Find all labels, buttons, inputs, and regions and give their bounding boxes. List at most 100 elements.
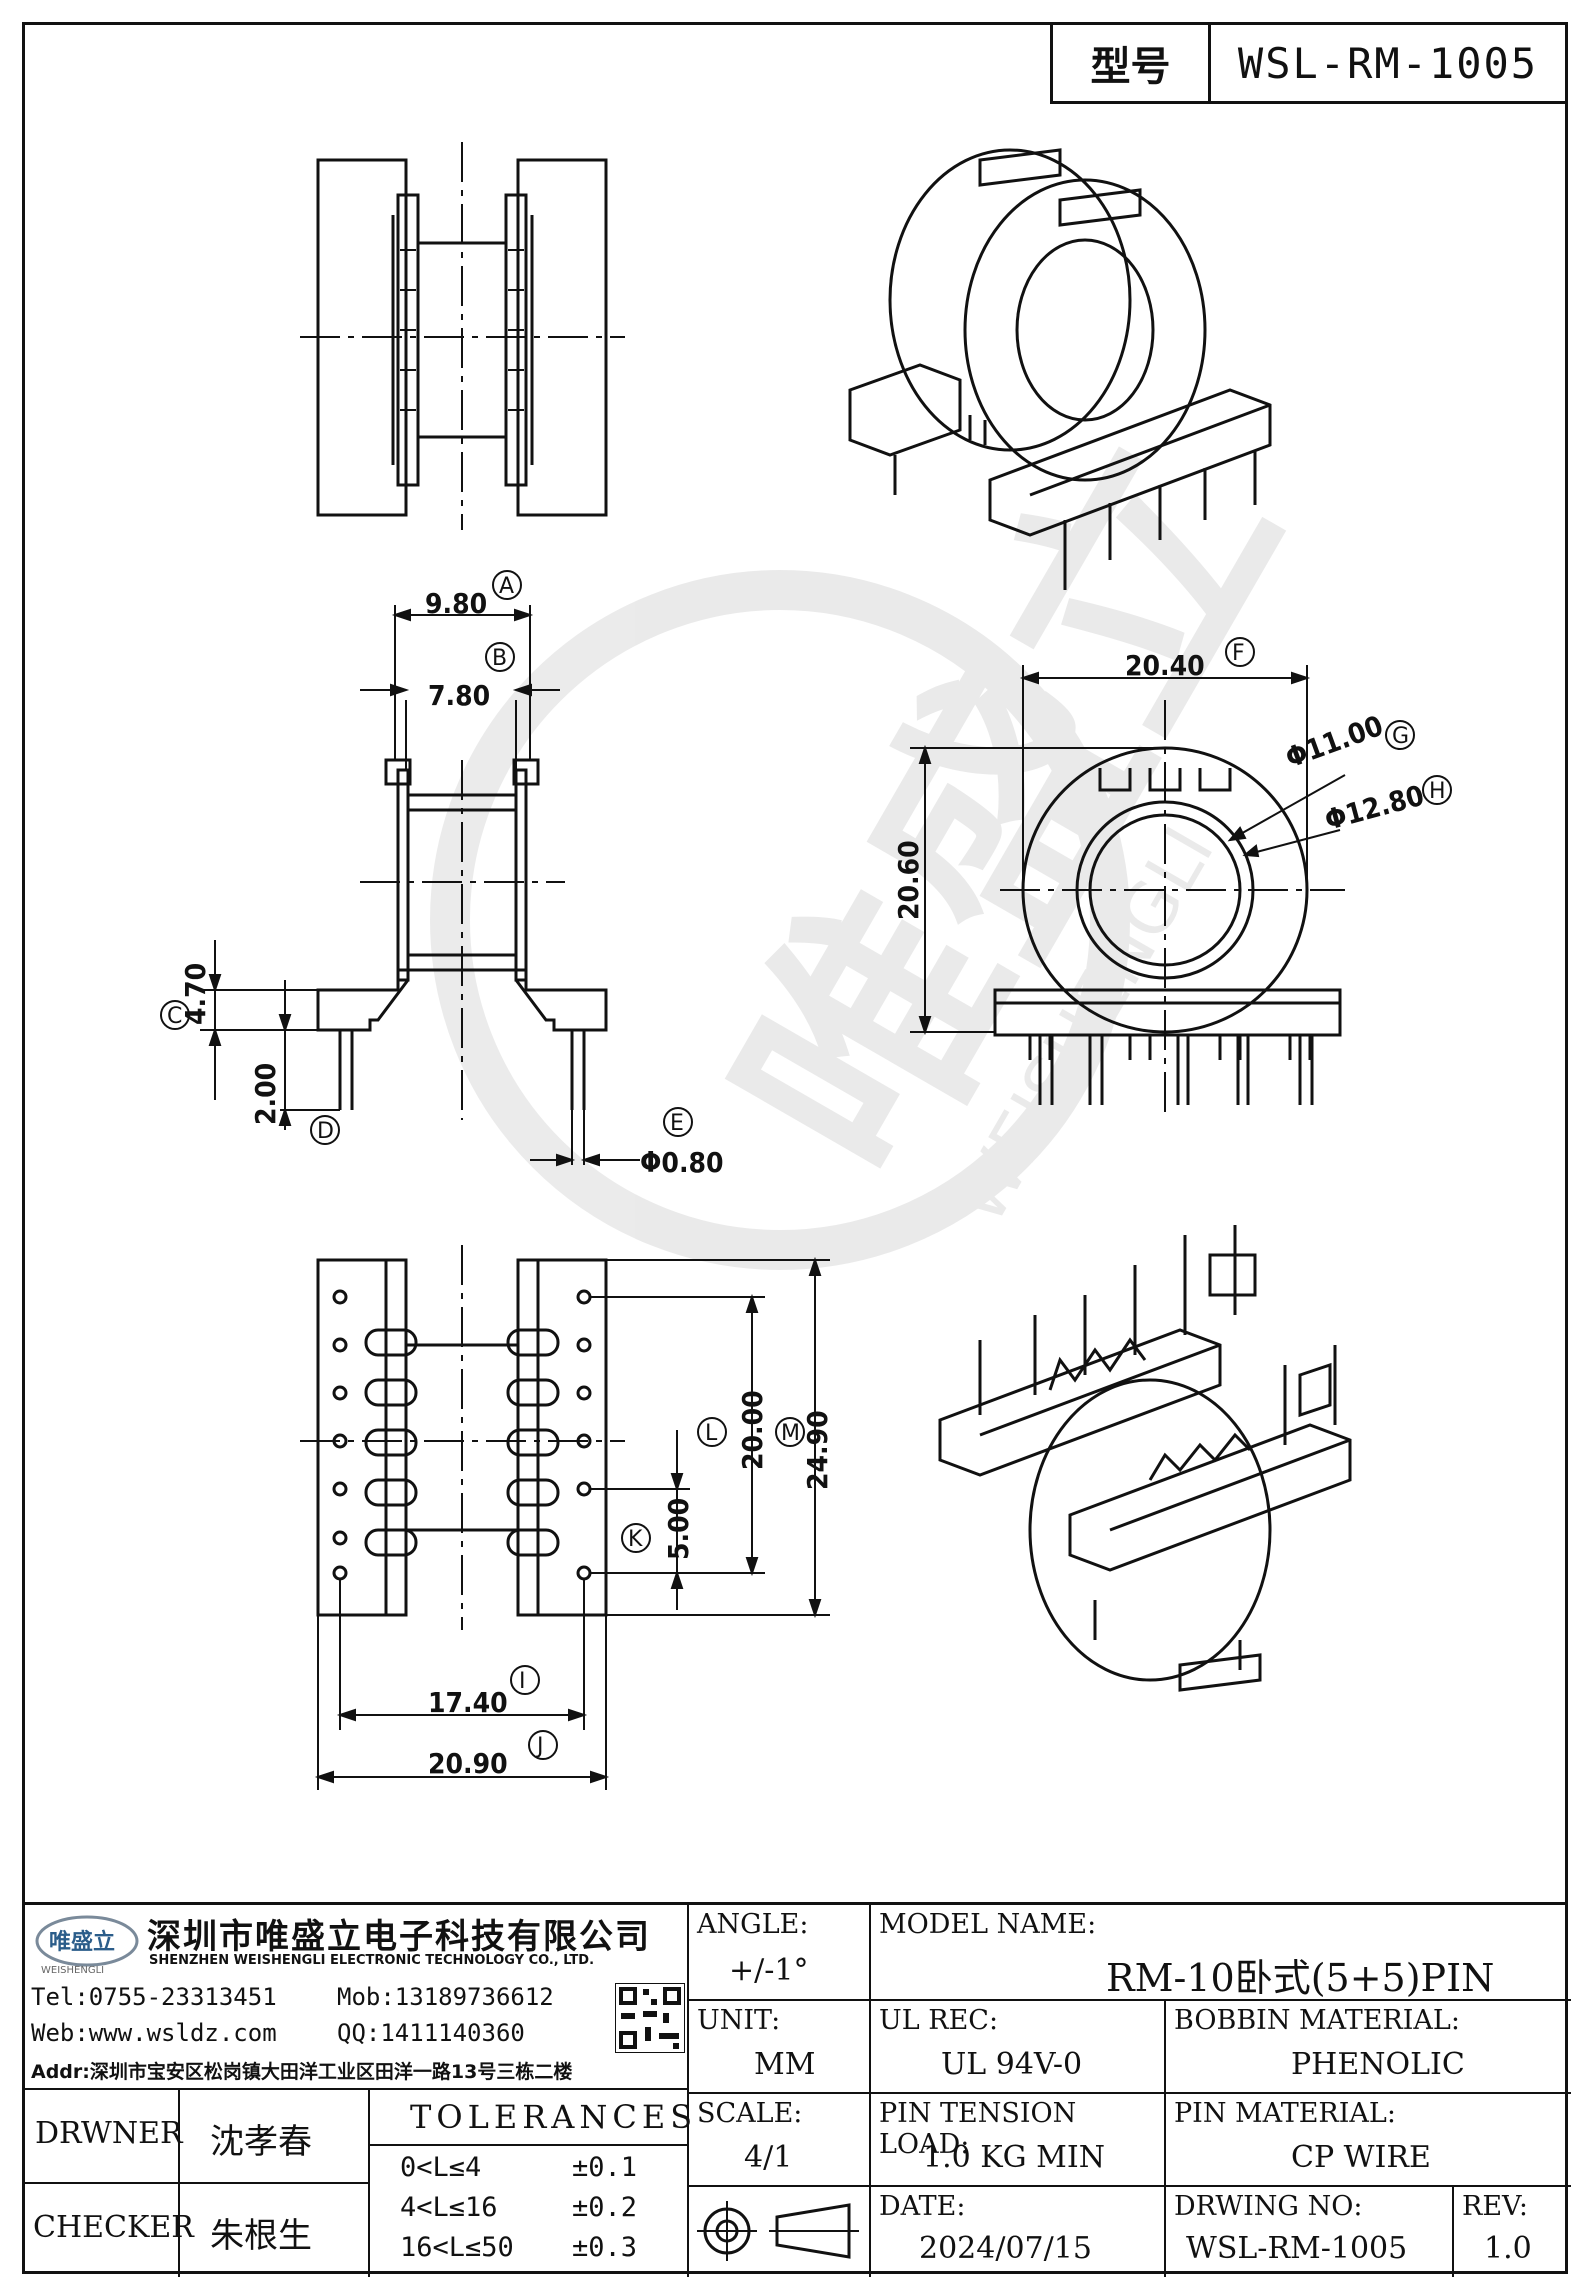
checker-label-cell: CHECKER [25,2184,194,2277]
date-value: 2024/07/15 [919,2231,1092,2266]
model-name-value: RM-10卧式(5+5)PIN [1106,1956,1495,2000]
top-view [300,142,625,530]
company-info: 唯盛立 WEISHENGLI 深圳市唯盛立电子科技有限公司 SHENZHEN W… [25,1905,689,2090]
scale-label: SCALE: [697,2098,803,2129]
dim-a: 9.80 [425,587,487,620]
tol-value-0: ±0.1 [572,2152,638,2183]
projection-symbol-cell [689,2187,871,2277]
callout-a: A [499,574,514,599]
drwing-no-label: DRWING NO: [1174,2191,1363,2222]
dim-m: 24.90 [801,1410,834,1490]
date-cell: DATE: 2024/07/15 [871,2187,1166,2277]
callout-j: J [535,1734,544,1759]
tol-range-1: 4<L≤16 [400,2192,498,2223]
callout-l: L [705,1421,718,1446]
dim-i: 17.40 [428,1686,508,1719]
ul-rec-value: UL 94V-0 [941,2047,1083,2082]
unit-label: UNIT: [697,2005,781,2036]
unit-cell: UNIT: MM [689,2001,871,2094]
angle-value: +/-1° [729,1953,809,1988]
model-label: 型号 [1053,25,1211,101]
rev-value: 1.0 [1484,2231,1532,2266]
pin-material-cell: PIN MATERIAL: CP WIRE [1166,2094,1571,2187]
isometric-view-bottom [938,1225,1352,1692]
model-value: WSL-RM-1005 [1237,38,1539,88]
callout-g: G [1392,724,1409,749]
tolerances-header-cell: TOLERANCES [370,2090,692,2146]
front-view-dimensions [910,665,1346,1036]
rev-label: REV: [1462,2191,1528,2222]
dim-f: 20.40 [1125,649,1205,682]
drwner-value-cell: 沈孝春 [180,2090,370,2184]
callout-f: F [1232,641,1245,666]
callout-m: M [781,1421,800,1446]
rev-cell: REV: 1.0 [1454,2187,1571,2277]
pin-tension-cell: PIN TENSION LOAD: 1.0 KG MIN [871,2094,1166,2187]
drwner-label: DRWNER [35,2116,183,2151]
pin-material-value: CP WIRE [1291,2140,1431,2175]
scale-value: 4/1 [744,2140,793,2175]
pin-tension-label: PIN TENSION LOAD: [879,2098,1077,2160]
isometric-view-top [848,148,1272,590]
qr-code-icon [615,1983,685,2053]
bobbin-material-label: BOBBIN MATERIAL: [1174,2005,1460,2036]
drwner-label-cell: DRWNER [25,2090,183,2184]
bobbin-material-cell: BOBBIN MATERIAL: PHENOLIC [1166,2001,1571,2094]
company-name-en: SHENZHEN WEISHENGLI ELECTRONIC TECHNOLOG… [149,1953,595,1968]
dim-b: 7.80 [428,679,490,712]
callout-e: E [670,1111,684,1136]
model-name-label: MODEL NAME: [879,1909,1097,1940]
callout-h: H [1429,779,1446,804]
checker-label: CHECKER [33,2210,194,2245]
dim-e: Φ0.80 [640,1146,724,1179]
date-label: DATE: [879,2191,966,2222]
unit-value: MM [754,2047,816,2082]
callouts: A B C D E F G H I J K L M [160,570,1452,1760]
logo-subtext: WEISHENGLI [41,1965,105,1976]
tol-range-0: 0<L≤4 [400,2152,482,2183]
company-qq: QQ:1411140360 [337,2019,525,2047]
checker-value-cell: 朱根生 [180,2184,370,2277]
drwner-value: 沈孝春 [210,2122,312,2162]
tol-value-1: ±0.2 [572,2192,638,2223]
dim-d: 2.00 [249,1063,282,1125]
tol-range-2: 16<L≤50 [400,2232,514,2263]
drwing-no-cell: DRWING NO: WSL-RM-1005 [1166,2187,1454,2277]
bottom-view [300,1245,625,1630]
callout-d: D [317,1119,334,1144]
model-name-cell: MODEL NAME: RM-10卧式(5+5)PIN [871,1905,1571,2001]
scale-cell: SCALE: 4/1 [689,2094,871,2187]
checker-value: 朱根生 [210,2216,312,2256]
dim-k: 5.00 [662,1498,695,1560]
projection-symbol-icon [697,2201,859,2261]
company-web: Web:www.wsldz.com [31,2019,277,2047]
company-addr: Addr:深圳市宝安区松岗镇大田洋工业区田洋一路13号三栋二楼 [31,2061,573,2083]
dim-h: Φ12.80 [1321,779,1427,837]
side-view-dimensions [200,605,640,1167]
callout-b: B [492,646,507,671]
tolerances-label: TOLERANCES [410,2098,698,2136]
tolerances-table: 0<L≤4 ±0.1 4<L≤16 ±0.2 16<L≤50 ±0.3 [370,2146,689,2277]
dim-height: 20.60 [892,840,925,920]
dim-g: Φ11.00 [1281,709,1387,775]
ul-rec-cell: UL REC: UL 94V-0 [871,2001,1166,2094]
bobbin-material-value: PHENOLIC [1291,2047,1465,2082]
callout-i: I [519,1669,526,1694]
callout-c: C [167,1004,182,1029]
dimension-labels: 9.80 7.80 4.70 2.00 Φ0.80 20.40 Φ11.00 Φ… [179,587,1427,1780]
model-box: 型号 WSL-RM-1005 [1050,22,1568,104]
company-tel: Tel:0755-23313451 [31,1983,277,2011]
company-name-cn: 深圳市唯盛立电子科技有限公司 [147,1917,651,1957]
technical-drawing: 唯盛立 WEISHENGLI [160,142,1452,1790]
side-view [316,758,608,1120]
ul-rec-label: UL REC: [879,2005,999,2036]
angle-label: ANGLE: [697,1909,809,1940]
tol-value-2: ±0.3 [572,2232,638,2263]
pin-tension-value: 1.0 KG MIN [923,2140,1105,2175]
company-logo: 唯盛立 [35,1915,139,1967]
dim-j: 20.90 [428,1747,508,1780]
logo-text: 唯盛立 [49,1929,115,1955]
bottom-view-dimensions [314,1256,830,1790]
angle-cell: ANGLE: +/-1° [689,1905,871,2001]
company-mob: Mob:13189736612 [337,1983,554,2011]
